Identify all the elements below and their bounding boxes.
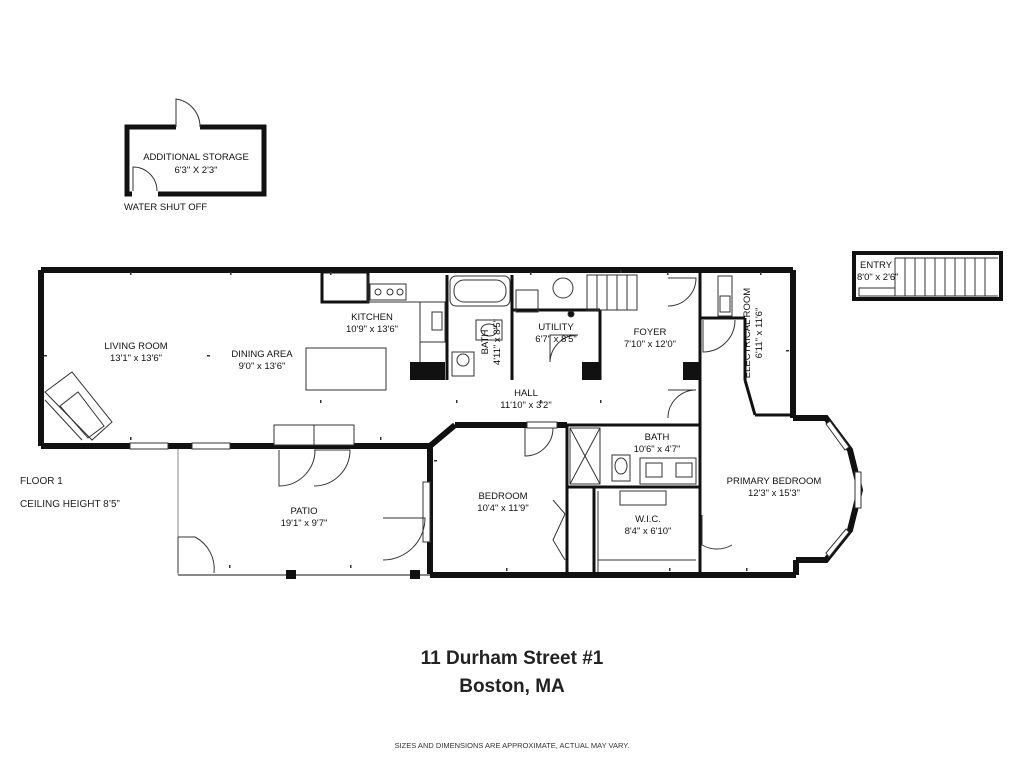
address-line1: 11 Durham Street #1 <box>420 648 604 669</box>
bath1-fixtures <box>449 275 511 377</box>
bath1-name: BATH <box>480 330 491 355</box>
foyer-name: FOYER <box>634 327 667 338</box>
bath2-name: BATH <box>645 432 670 443</box>
living-name: LIVING ROOM <box>104 341 167 352</box>
ceiling-height: CEILING HEIGHT 8’5” <box>20 499 120 510</box>
bath2-fixtures <box>569 427 697 485</box>
living-fireplace <box>44 371 113 441</box>
door-swings <box>278 277 736 561</box>
walls <box>38 267 864 578</box>
entry-stairs <box>852 251 1003 301</box>
utility-fixtures <box>515 277 575 318</box>
interior-walls <box>445 270 793 575</box>
entry-name: ENTRY <box>860 260 893 271</box>
wic-dims: 8'4" x 6'10" <box>625 526 672 537</box>
wic-name: W.I.C. <box>635 514 661 525</box>
room-labels: ADDITIONAL STORAGE 6'3" X 2'3" WATER SHU… <box>104 152 898 537</box>
patio-outline <box>177 449 430 579</box>
foyer-stairs <box>586 274 638 311</box>
wic-fixtures <box>597 490 696 572</box>
kitchen-name: KITCHEN <box>351 312 393 323</box>
living-windows <box>129 421 558 543</box>
kitchen-fixtures <box>305 275 446 391</box>
storage-dims: 6'3" X 2'3" <box>174 165 217 176</box>
dining-name: DINING AREA <box>231 349 293 360</box>
additional-storage <box>124 98 267 197</box>
foyer-dims: 7'10" x 12'0" <box>624 339 676 350</box>
primary-dims: 12'3" x 15'3" <box>748 488 800 499</box>
bath1-dims: 4'11" x 8'5" <box>492 319 503 365</box>
utility-dims: 6'7" x 8'5" <box>535 334 577 345</box>
dining-dims: 9'0" x 13'6" <box>239 361 286 372</box>
primary-name: PRIMARY BEDROOM <box>727 476 822 487</box>
patio-dims: 19'1" x 9'7" <box>281 518 328 529</box>
patio-name: PATIO <box>290 506 317 517</box>
address-line2: Boston, MA <box>459 676 565 697</box>
disclaimer: SIZES AND DIMENSIONS ARE APPROXIMATE, AC… <box>394 741 630 750</box>
kitchen-dims: 10'9" x 13'6" <box>346 324 398 335</box>
floor-label: FLOOR 1 <box>20 476 63 487</box>
hall-dims: 11'10" x 3'2" <box>500 400 551 411</box>
wall-ticks <box>44 270 789 571</box>
living-dims: 13'1" x 13'6" <box>110 353 162 364</box>
storage-note: WATER SHUT OFF <box>124 202 207 213</box>
electrical-dims: 6'11" x 11'6" <box>754 308 765 359</box>
entry-dims: 8'0" x 2'6" <box>857 272 899 283</box>
storage-name: ADDITIONAL STORAGE <box>143 152 249 163</box>
bay-windows <box>825 420 862 558</box>
electrical-name: ELECTRICAL ROOM <box>742 288 753 379</box>
electrical-fixtures <box>717 275 733 317</box>
bedroom-dims: 10'4" x 11'9" <box>477 503 528 514</box>
bath2-dims: 10'6" x 4'7" <box>634 444 681 455</box>
hall-name: HALL <box>514 388 538 399</box>
bedroom-name: BEDROOM <box>478 491 527 502</box>
utility-name: UTILITY <box>538 322 574 333</box>
